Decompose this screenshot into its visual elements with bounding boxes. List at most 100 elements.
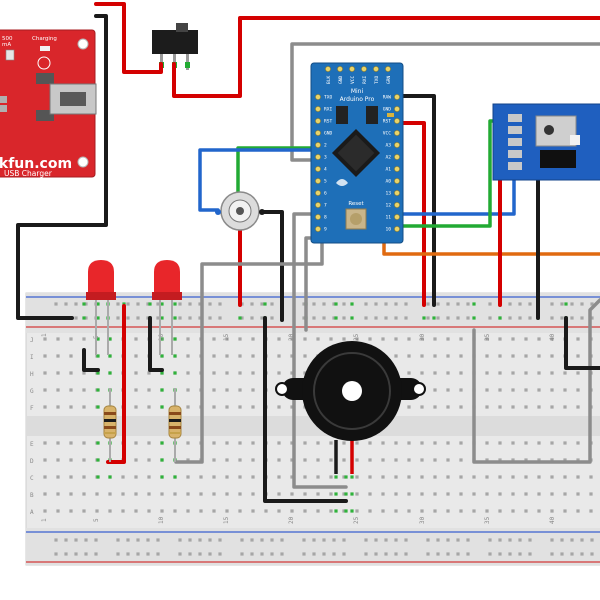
breadboard-hole — [290, 405, 294, 409]
breadboard-hole — [407, 475, 411, 479]
rail-hole — [508, 552, 512, 556]
breadboard-hole — [186, 509, 190, 513]
led-2 — [152, 260, 182, 355]
row-letter-h: H — [30, 371, 34, 378]
rail-hole — [208, 552, 212, 556]
col-num-40: 40 — [549, 333, 556, 341]
breadboard-hole — [225, 388, 229, 392]
breadboard-hole — [69, 354, 73, 358]
rail-hole — [528, 538, 532, 542]
rail-hole — [64, 302, 68, 306]
breadboard-hole — [56, 337, 60, 341]
rail-hole — [374, 302, 378, 306]
breadboard-hole — [355, 337, 359, 341]
rail-hole — [84, 538, 88, 542]
row-letter-a: A — [30, 509, 34, 516]
breadboard-hole — [290, 458, 294, 462]
breadboard-hole — [537, 441, 541, 445]
piezo-buzzer — [275, 341, 426, 474]
breadboard-hole — [381, 337, 385, 341]
arduino-left-pin-label: 8 — [324, 215, 327, 221]
breadboard-hole — [277, 354, 281, 358]
breadboard-hole — [550, 492, 554, 496]
breadboard-hole — [511, 354, 515, 358]
resistor-1-band-2 — [104, 419, 116, 422]
breadboard-hole — [563, 458, 567, 462]
breadboard-hole — [381, 475, 385, 479]
breadboard-hole — [433, 475, 437, 479]
breadboard-hole — [316, 441, 320, 445]
rail-hole — [156, 302, 160, 306]
rail-hole — [560, 316, 564, 320]
breadboard-hole — [589, 492, 593, 496]
breadboard-hole — [576, 492, 580, 496]
connected-hole — [173, 337, 177, 341]
breadboard-hole — [147, 388, 151, 392]
breadboard-hole — [368, 475, 372, 479]
rail-hole — [342, 538, 346, 542]
breadboard-hole — [82, 371, 86, 375]
rail-hole — [466, 316, 470, 320]
breadboard-hole — [147, 492, 151, 496]
breadboard-hole — [212, 354, 216, 358]
rail-hole — [426, 552, 430, 556]
rail-hole — [198, 302, 202, 306]
breadboard-hole — [277, 492, 281, 496]
breadboard-hole — [43, 509, 47, 513]
breadboard-hole — [225, 441, 229, 445]
connected-hole — [263, 302, 267, 306]
row-letter-i: I — [30, 354, 34, 361]
arduino-right-pin-label: RST — [383, 119, 392, 125]
wire-gray-arduino-to-buzzer — [292, 212, 348, 489]
breadboard-hole — [524, 337, 528, 341]
breadboard-hole — [459, 337, 463, 341]
rail-hole — [178, 538, 182, 542]
breadboard-hole — [394, 458, 398, 462]
arduino-left-pin — [315, 202, 321, 208]
arduino-left-pin — [315, 142, 321, 148]
breadboard-hole — [238, 371, 242, 375]
rail-hole — [446, 538, 450, 542]
arduino-left-pin — [315, 94, 321, 100]
rail-hole — [590, 316, 594, 320]
breadboard-hole — [550, 441, 554, 445]
arduino-right-pin-label: A2 — [385, 155, 391, 161]
breadboard-hole — [160, 509, 164, 513]
rail-hole — [146, 538, 150, 542]
breadboard-hole — [407, 337, 411, 341]
breadboard-hole — [69, 458, 73, 462]
breadboard-hole — [56, 371, 60, 375]
arduino-left-pin-label: RST — [324, 119, 333, 125]
breadboard-hole — [134, 371, 138, 375]
rail-hole — [580, 552, 584, 556]
wifi-header-5 — [508, 162, 522, 170]
breadboard-hole — [56, 475, 60, 479]
rail-hole — [250, 552, 254, 556]
breadboard-hole — [238, 337, 242, 341]
arduino-left-pin — [315, 178, 321, 184]
rail-hole — [570, 552, 574, 556]
arduino-left-pin — [315, 166, 321, 172]
rail-hole — [136, 302, 140, 306]
connected-hole — [422, 316, 426, 320]
breadboard-hole — [420, 509, 424, 513]
buzzer-tab-hole-right — [412, 382, 426, 396]
rail-hole — [218, 316, 222, 320]
connected-hole — [160, 458, 164, 462]
rail-hole — [560, 552, 564, 556]
breadboard-hole — [394, 337, 398, 341]
breadboard-hole — [576, 509, 580, 513]
breadboard-hole — [303, 458, 307, 462]
rail-hole — [178, 316, 182, 320]
breadboard-hole — [251, 475, 255, 479]
rail-hole — [332, 302, 336, 306]
breadboard-hole — [225, 354, 229, 358]
rail-hole — [518, 302, 522, 306]
col-num-25: 25 — [353, 333, 360, 341]
rail-hole — [208, 316, 212, 320]
connected-hole — [160, 441, 164, 445]
rail-hole — [218, 552, 222, 556]
rail-hole — [312, 552, 316, 556]
breadboard-hole — [459, 458, 463, 462]
